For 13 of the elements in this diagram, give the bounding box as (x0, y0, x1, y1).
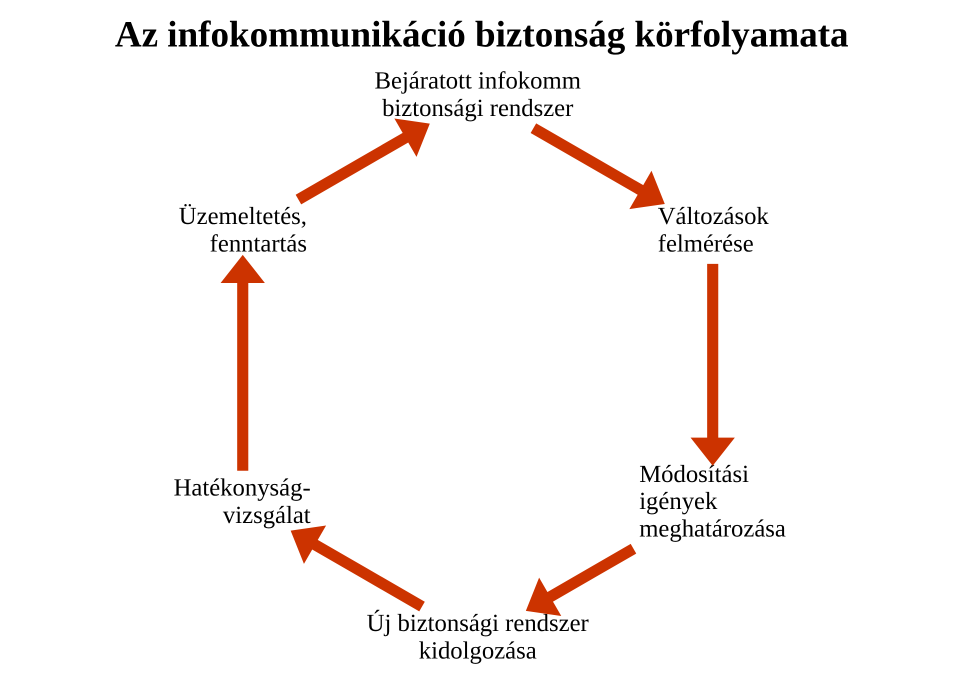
arrow (690, 264, 734, 466)
node-text: Bejáratott infokomm biztonsági rendszer (374, 68, 580, 122)
node-text: Módosítási igények meghatározása (638, 460, 786, 542)
node-text: Üzemeltetés, fenntartás (178, 203, 306, 258)
node-text: Új biztonsági rendszer kidolgozása (366, 610, 588, 664)
node-text: Hatékonyság-vizsgálat (173, 474, 310, 529)
arrow (295, 118, 430, 204)
arrow (290, 526, 424, 612)
arrow (220, 254, 264, 471)
node-text: Változások felmérése (657, 203, 768, 258)
arrow (530, 123, 664, 210)
arrow (525, 544, 636, 616)
diagram-title: Az infokommunikáció biztonság körfolyamata (114, 14, 848, 56)
